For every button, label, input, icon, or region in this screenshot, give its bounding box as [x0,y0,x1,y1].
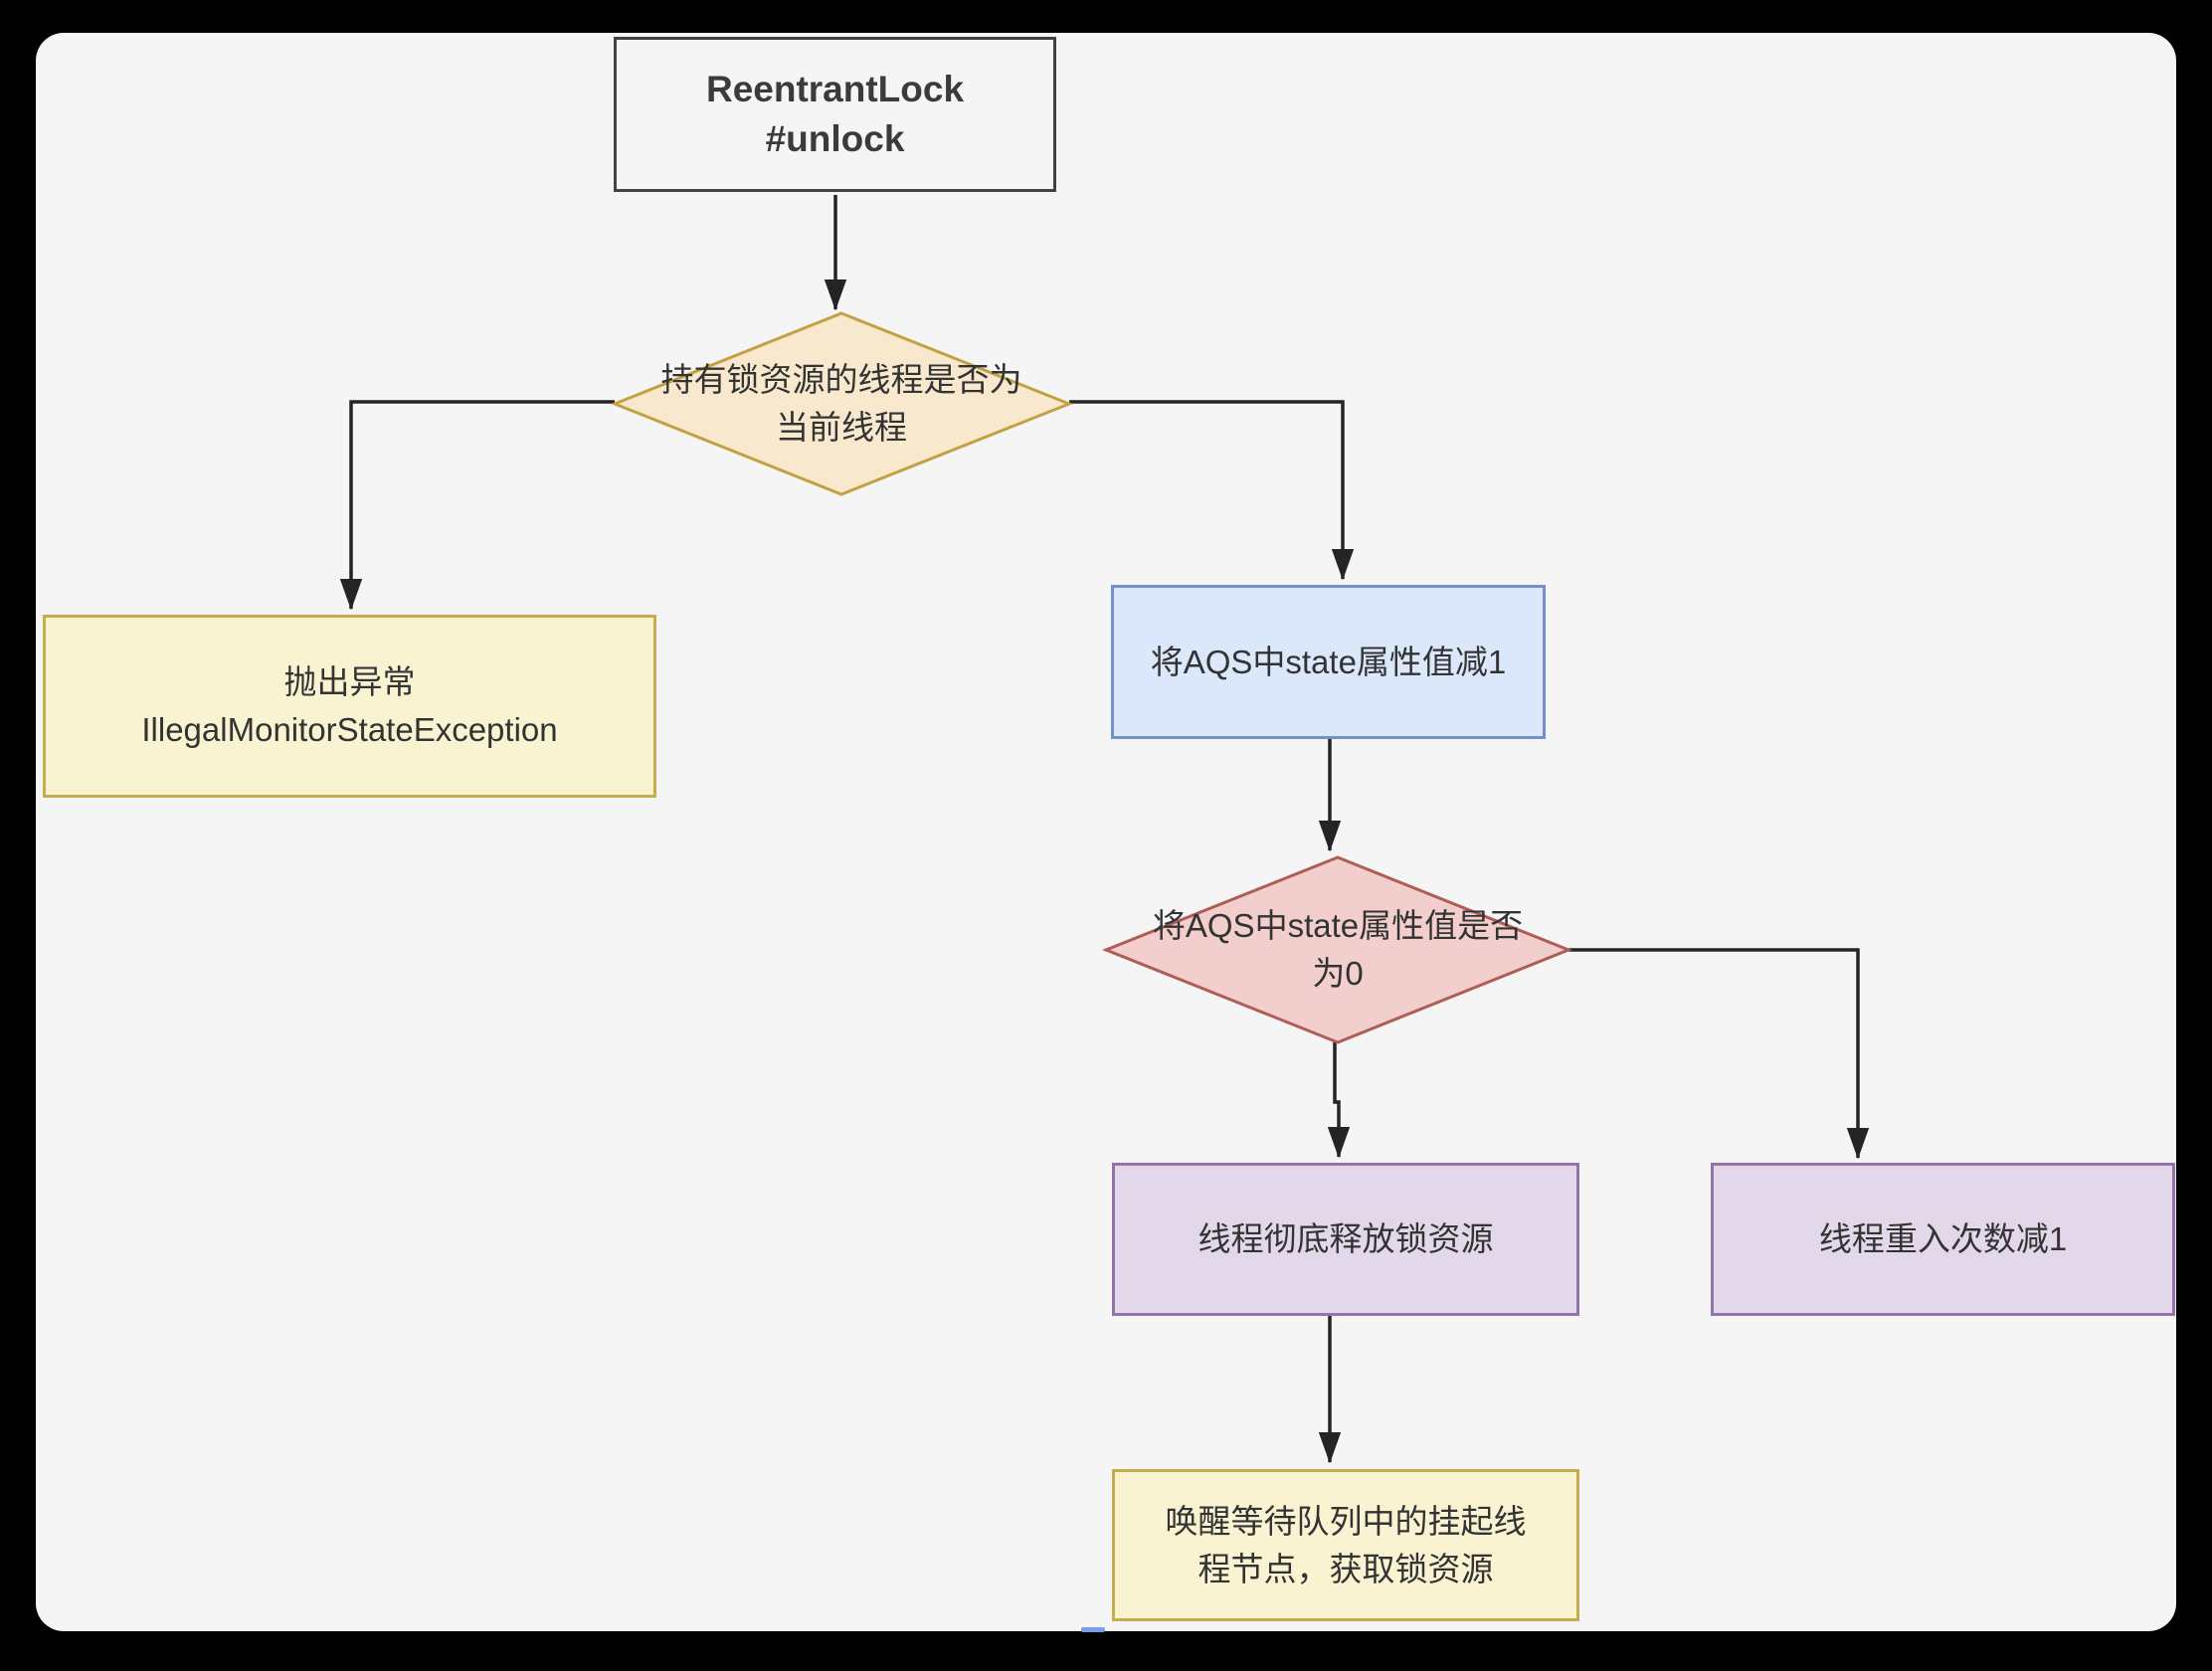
node-decision-check-state-zero-label: 将AQS中state属性值是否 为0 [1085,857,1590,1042]
decision-check-owner-text: 持有锁资源的线程是否为 当前线程 [660,361,1022,446]
node-throw-exception-label: 抛出异常 IllegalMonitorStateException [141,663,558,748]
diagram-canvas [36,33,2176,1631]
stray-blue-mark [1081,1627,1105,1632]
node-reentry-minus-label: 线程重入次数减1 [1818,1220,2068,1258]
node-throw-exception: 抛出异常 IllegalMonitorStateException [43,615,656,798]
decision-check-state-zero-text: 将AQS中state属性值是否 为0 [1152,907,1524,992]
node-wake-queue-label: 唤醒等待队列中的挂起线 程节点，获取锁资源 [1165,1502,1527,1587]
node-decrement-state-label: 将AQS中state属性值减1 [1150,643,1507,680]
node-wake-queue: 唤醒等待队列中的挂起线 程节点，获取锁资源 [1112,1469,1579,1621]
node-start-label: ReentrantLock #unlock [705,69,965,159]
node-decision-check-owner-label: 持有锁资源的线程是否为 当前线程 [589,313,1094,494]
node-release-lock: 线程彻底释放锁资源 [1112,1163,1579,1316]
node-release-lock-label: 线程彻底释放锁资源 [1198,1220,1494,1258]
node-decrement-state: 将AQS中state属性值减1 [1111,585,1546,739]
node-reentry-minus: 线程重入次数减1 [1711,1163,2175,1316]
node-start-reentrantlock-unlock: ReentrantLock #unlock [614,37,1056,192]
